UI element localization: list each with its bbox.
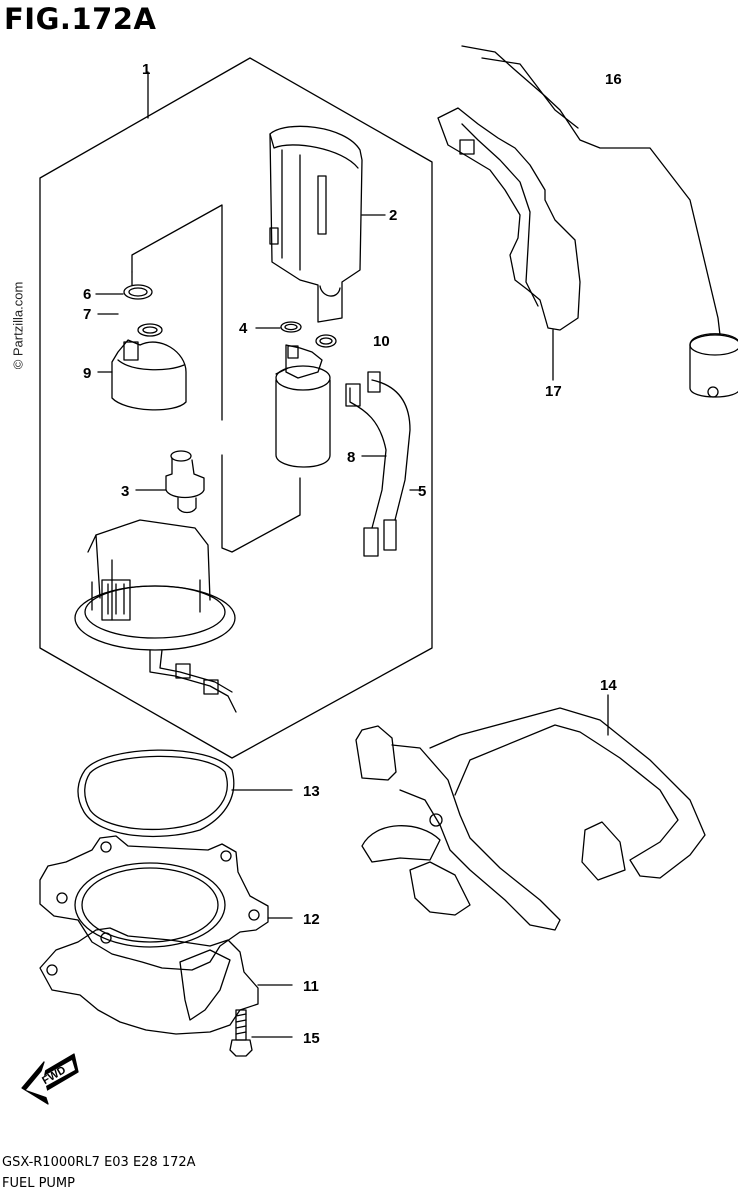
pump-base bbox=[74, 519, 237, 713]
o-ring-7 bbox=[97, 313, 163, 337]
callout-14: 14 bbox=[600, 677, 617, 694]
callout-5: 5 bbox=[418, 483, 426, 500]
callout-4: 4 bbox=[239, 320, 248, 337]
callout-7: 7 bbox=[83, 306, 91, 323]
callout-labels: 1 2 3 4 5 6 7 8 9 10 11 12 13 14 15 16 1… bbox=[83, 61, 622, 1047]
callout-6: 6 bbox=[83, 286, 91, 303]
wire-harness-5-8 bbox=[345, 371, 421, 557]
callout-15: 15 bbox=[303, 1030, 320, 1047]
gauge-bracket bbox=[437, 107, 581, 381]
gasket bbox=[39, 835, 293, 971]
pump-assembly-outline bbox=[39, 57, 433, 759]
o-ring-10 bbox=[315, 334, 337, 348]
pressure-regulator bbox=[135, 450, 205, 514]
callout-10: 10 bbox=[373, 333, 390, 350]
fuel-filter bbox=[269, 125, 386, 323]
o-ring-13 bbox=[77, 749, 293, 838]
callout-17: 17 bbox=[545, 383, 562, 400]
fuel-hose bbox=[355, 694, 706, 931]
bolt bbox=[229, 1009, 293, 1057]
mounting-plate bbox=[39, 927, 293, 1035]
callout-8: 8 bbox=[347, 449, 355, 466]
callout-2: 2 bbox=[389, 207, 397, 224]
footer-name: FUEL PUMP bbox=[2, 1176, 75, 1191]
o-ring-4 bbox=[255, 321, 302, 333]
fuel-pump-motor bbox=[275, 344, 331, 468]
footer-model: GSX-R1000RL7 E03 E28 172A bbox=[2, 1155, 196, 1170]
callout-1: 1 bbox=[142, 61, 150, 78]
callout-9: 9 bbox=[83, 365, 91, 382]
callout-3: 3 bbox=[121, 483, 129, 500]
o-ring-6 bbox=[95, 271, 153, 300]
callout-12: 12 bbox=[303, 911, 320, 928]
callout-16: 16 bbox=[605, 71, 622, 88]
callout-13: 13 bbox=[303, 783, 320, 800]
figure-title: FIG.172A bbox=[4, 2, 157, 36]
callout-11: 11 bbox=[303, 978, 319, 995]
fuel-level-gauge bbox=[461, 45, 738, 398]
forward-direction-arrow: FWD bbox=[21, 1053, 79, 1105]
pump-holder bbox=[97, 339, 187, 411]
